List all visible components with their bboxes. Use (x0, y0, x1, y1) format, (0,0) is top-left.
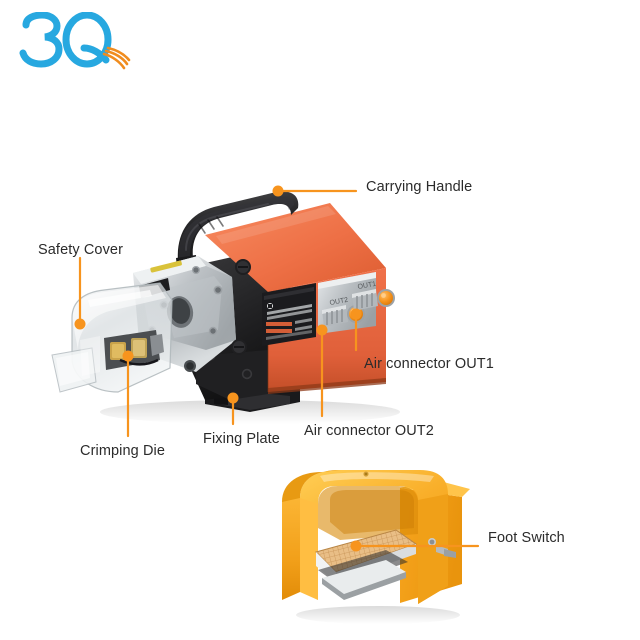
callout-label-carrying-handle: Carrying Handle (366, 178, 473, 195)
connector-label-out1: OUT1 (357, 281, 377, 291)
callout-label-air-connector-out2: Air connector OUT2 (304, 423, 434, 439)
callout-label-crimping-die: Crimping Die (80, 443, 165, 459)
callout-label-foot-switch: Foot Switch (488, 529, 565, 546)
air-connector-out1-part (352, 289, 395, 311)
callout-label-safety-cover: Safety Cover (38, 242, 124, 258)
brand-logo (14, 12, 134, 74)
connector-label-out2: OUT2 (329, 297, 349, 307)
machine-nameplate-sticker (262, 283, 316, 346)
callout-label-fixing-plate: Fixing Plate (203, 431, 280, 447)
callout-label-air-connector-out1: Air connector OUT1 (364, 356, 494, 372)
foot-switch-pedal (282, 470, 470, 624)
crimping-machine: OUT2 OUT1 (51, 191, 400, 424)
air-connector-plate: OUT2 OUT1 (318, 272, 395, 334)
body-screws (231, 259, 251, 355)
